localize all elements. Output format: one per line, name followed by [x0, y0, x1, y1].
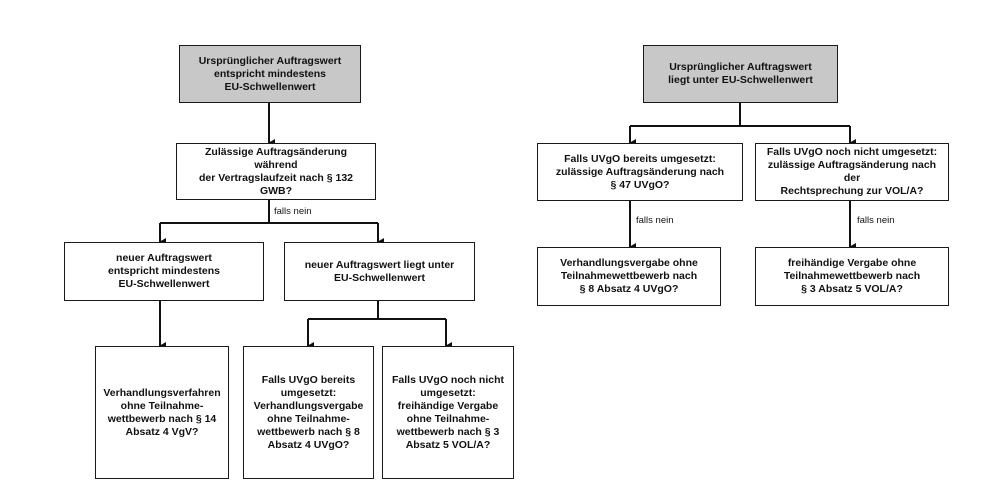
new-value-below-threshold-box: neuer Auftragswert liegt unter EU-Schwel… [284, 242, 475, 301]
right-root-text: Ursprünglicher Auftragswert liegt unter … [668, 61, 813, 86]
right-label-a: falls nein [636, 215, 674, 226]
left-branch-label: falls nein [274, 206, 312, 217]
new-value-above-threshold-box: neuer Auftragswert entspricht mindestens… [64, 242, 264, 301]
left-question-box: Zulässige Auftragsänderung während der V… [176, 143, 376, 200]
result-a-box: Verhandlungsvergabe ohne Teilnahmewettbe… [537, 247, 721, 306]
option-a-box: Falls UVgO bereits umgesetzt: zulässige … [537, 143, 743, 201]
left-question-text: Zulässige Auftragsänderung während der V… [198, 145, 354, 197]
result-b-text: freihändige Vergabe ohne Teilnahmewettbe… [783, 257, 921, 295]
result-b-box: freihändige Vergabe ohne Teilnahmewettbe… [755, 247, 949, 306]
new-value-below-text: neuer Auftragswert liegt unter EU-Schwel… [304, 258, 455, 284]
result-3-text: Falls UVgO noch nicht umgesetzt: freihän… [391, 373, 504, 451]
result-a-text: Verhandlungsvergabe ohne Teilnahmewettbe… [560, 257, 698, 295]
left-root-box: Ursprünglicher Auftragswert entspricht m… [179, 45, 361, 103]
result-1-text: Verhandlungsverfahren ohne Teilnahme- we… [103, 386, 221, 438]
option-b-box: Falls UVgO noch nicht umgesetzt: zulässi… [755, 143, 949, 201]
right-root-box: Ursprünglicher Auftragswert liegt unter … [643, 45, 838, 103]
new-value-above-text: neuer Auftragswert entspricht mindestens… [107, 252, 221, 290]
result-3-box: Falls UVgO noch nicht umgesetzt: freihän… [382, 346, 514, 479]
option-b-text: Falls UVgO noch nicht umgesetzt: zulässi… [766, 146, 938, 197]
result-2-text: Falls UVgO bereits umgesetzt: Verhandlun… [253, 373, 364, 451]
right-label-b: falls nein [857, 215, 895, 226]
result-2-box: Falls UVgO bereits umgesetzt: Verhandlun… [243, 346, 374, 479]
left-root-text: Ursprünglicher Auftragswert entspricht m… [198, 54, 342, 93]
result-1-box: Verhandlungsverfahren ohne Teilnahme- we… [95, 346, 229, 479]
option-a-text: Falls UVgO bereits umgesetzt: zulässige … [555, 152, 725, 191]
